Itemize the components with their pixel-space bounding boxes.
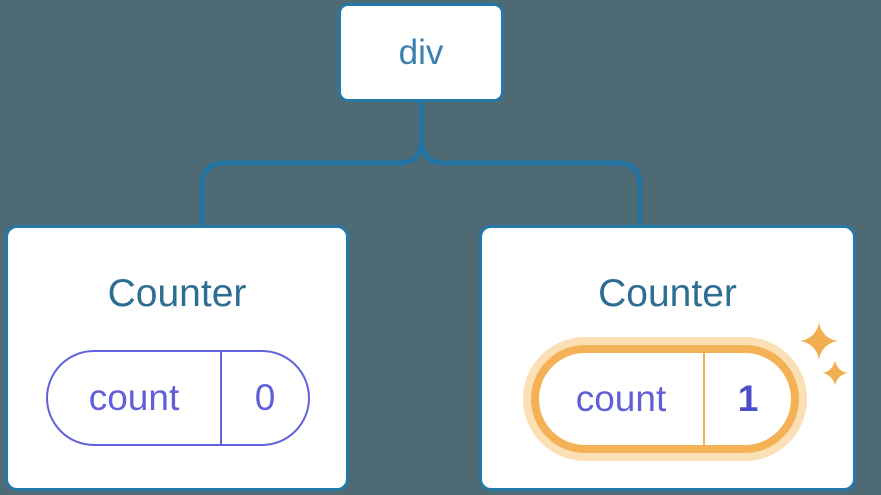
sparkle-icon [800, 322, 848, 386]
connector-to-left-child [199, 101, 424, 226]
pill-divider [220, 352, 222, 444]
state-value: 1 [737, 378, 759, 419]
root-node-div: div [338, 3, 504, 102]
sparkle-large-icon [800, 322, 838, 360]
state-pill-right-highlighted: count 1 [531, 345, 799, 453]
pill-divider [703, 353, 705, 445]
root-node-label: div [398, 32, 444, 72]
state-key-label: count [575, 378, 667, 419]
component-title: Counter [598, 272, 737, 315]
counter-card-left: Counter count 0 [5, 225, 349, 491]
connector-to-right-child [419, 101, 643, 226]
component-title: Counter [107, 272, 247, 315]
state-value: 0 [254, 377, 276, 418]
state-key-label: count [88, 377, 180, 418]
sparkle-small-icon [822, 360, 848, 386]
state-pill-left: count 0 [46, 350, 310, 446]
counter-card-right: Counter count 1 [479, 225, 856, 491]
